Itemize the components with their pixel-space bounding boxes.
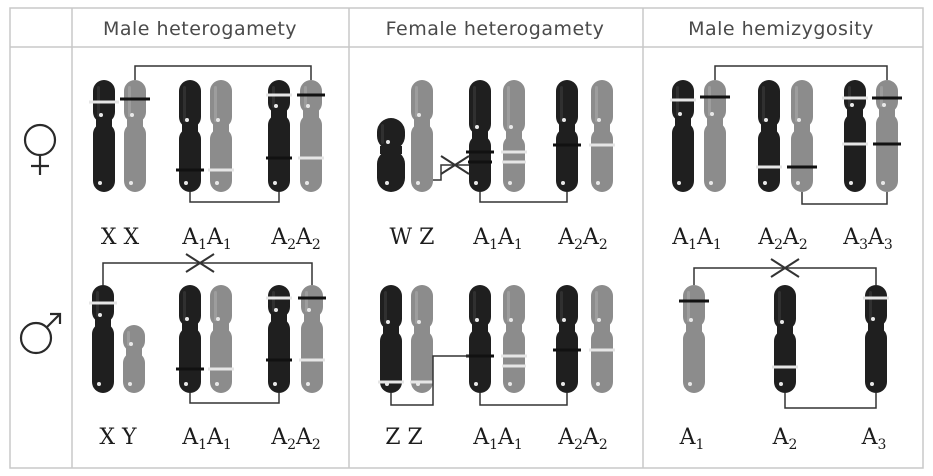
- label-a2: A2: [772, 425, 798, 453]
- chromosome-a2: [787, 80, 817, 192]
- chromosome-z: [410, 285, 434, 393]
- chromosome-a1: [466, 80, 494, 192]
- label-wz: W Z: [390, 225, 435, 250]
- label-a2a2: A2A2: [557, 425, 608, 453]
- chromosome-a2: [756, 80, 782, 192]
- chromosome-z: [411, 80, 433, 192]
- label-a2a2: A2A2: [270, 425, 321, 453]
- header-male-hemizygosity: Male hemizygosity: [688, 18, 874, 40]
- label-group-fh-female: W Z A1A1 A2A2: [390, 225, 608, 253]
- chromosome-a1: [208, 80, 234, 192]
- chromosome-a3: [842, 80, 868, 192]
- chromosome-a2: [266, 285, 292, 393]
- cross-marker: [770, 258, 800, 278]
- male-symbol-icon: [19, 312, 62, 355]
- chromosome-a1: [176, 285, 204, 393]
- connector-a1: [479, 393, 568, 406]
- label-a1a1: A1A1: [181, 225, 232, 253]
- chromosome-a1: [501, 285, 527, 393]
- chromosome-a2: [589, 80, 615, 192]
- cross-marker: [185, 253, 215, 273]
- label-group-hz-female: A1A1 A2A2 A3A3: [671, 225, 893, 253]
- chromosome-a1: [466, 285, 494, 393]
- chromosome-y: [123, 325, 145, 393]
- connector-a1: [693, 267, 877, 285]
- chromosome-a2: [266, 80, 292, 192]
- label-xx: X X: [101, 225, 140, 250]
- chromosome-layer: [89, 65, 902, 409]
- chromosome-w: [377, 118, 405, 192]
- chromosome-a3: [863, 285, 889, 393]
- connector-a1: [189, 192, 280, 203]
- label-a3a3: A3A3: [842, 225, 893, 253]
- label-a2a2: A2A2: [757, 225, 808, 253]
- connector-a2: [784, 393, 877, 409]
- connector-x: [102, 262, 313, 285]
- chromosome-a2: [553, 80, 581, 192]
- chromosome-a1: [700, 80, 730, 192]
- chromosome-z: [378, 285, 404, 393]
- label-group-fh-male: Z Z A1A1 A2A2: [385, 425, 608, 453]
- label-group-hz-male: A1 A2 A3: [679, 425, 887, 453]
- chromosome-a1: [208, 285, 234, 393]
- header-male-heterogamety: Male heterogamety: [103, 18, 297, 40]
- chromosome-a1: [679, 285, 709, 393]
- label-zz: Z Z: [385, 425, 423, 450]
- chromosome-a2: [297, 80, 325, 192]
- chromosome-a1: [670, 80, 696, 192]
- chromosome-a1: [501, 80, 527, 192]
- label-a1: A1: [679, 425, 705, 453]
- connector-x: [134, 65, 312, 80]
- label-a2a2: A2A2: [557, 225, 608, 253]
- chromosome-a2: [772, 285, 798, 393]
- cross-marker: [440, 155, 470, 175]
- chromosome-x: [89, 80, 119, 192]
- label-a1a1: A1A1: [472, 225, 523, 253]
- connector-a1: [714, 65, 888, 80]
- connector-a1: [189, 393, 280, 404]
- label-a1a1: A1A1: [671, 225, 722, 253]
- label-a3: A3: [861, 425, 887, 453]
- connector-a1: [479, 192, 568, 203]
- chromosome-x: [89, 285, 117, 393]
- chromosome-a2: [589, 285, 615, 393]
- label-group-mh-female: X X A1A1 A2A2: [101, 225, 321, 253]
- female-symbol-icon: [23, 123, 57, 175]
- table-grid: [9, 7, 924, 469]
- label-a1a1: A1A1: [181, 425, 232, 453]
- chromosome-a2: [298, 285, 326, 393]
- chromosome-a3: [872, 80, 902, 192]
- label-a2a2: A2A2: [270, 225, 321, 253]
- chromosome-a2: [553, 285, 581, 393]
- label-a1a1: A1A1: [472, 425, 523, 453]
- header-female-heterogamety: Female heterogamety: [386, 18, 605, 40]
- label-xy: X Y: [99, 425, 137, 450]
- chromosome-a1: [176, 80, 204, 192]
- label-group-mh-male: X Y A1A1 A2A2: [99, 425, 320, 453]
- chromosome-x: [120, 80, 150, 192]
- connector-z: [390, 355, 469, 406]
- connector-a2: [801, 192, 888, 205]
